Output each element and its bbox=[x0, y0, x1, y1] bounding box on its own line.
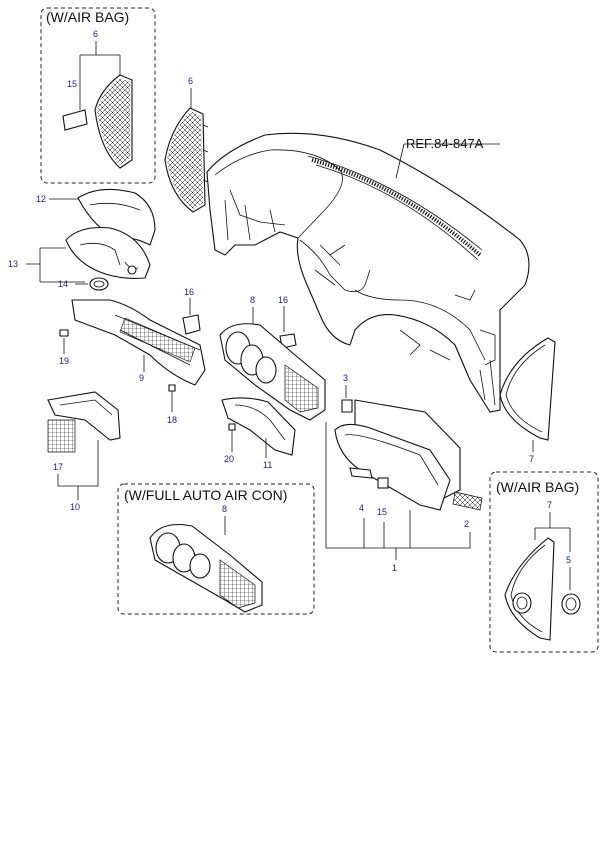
callout-13: 13 bbox=[8, 259, 18, 269]
callout-17: 17 bbox=[53, 462, 63, 472]
callout-7-inset: 7 bbox=[547, 500, 552, 510]
airbag-right-inset-title: (W/AIR BAG) bbox=[496, 479, 579, 495]
airbag-label-sticker bbox=[62, 109, 88, 131]
callout-15-main: 15 bbox=[377, 507, 387, 517]
callout-3: 3 bbox=[343, 373, 348, 383]
airbag-badge-5 bbox=[561, 593, 581, 615]
airbag-top-inset-title: (W/AIR BAG) bbox=[46, 9, 129, 25]
callout-18: 18 bbox=[167, 415, 177, 425]
callout-12: 12 bbox=[36, 194, 46, 204]
callout-8-main: 8 bbox=[250, 295, 255, 305]
reference-leader bbox=[395, 143, 500, 179]
callout-10: 10 bbox=[70, 502, 80, 512]
screw-20 bbox=[228, 423, 236, 431]
lower-panel-9 bbox=[71, 299, 206, 386]
glove-box-door bbox=[334, 423, 451, 511]
callout-16b: 16 bbox=[278, 295, 288, 305]
callout-14: 14 bbox=[58, 279, 68, 289]
callout-20: 20 bbox=[224, 454, 234, 464]
sticker-15 bbox=[377, 477, 389, 489]
crash-pad-main-panel bbox=[206, 132, 530, 413]
defroster-vent-strip bbox=[311, 158, 482, 257]
callout-8-inset: 8 bbox=[222, 504, 227, 514]
clip-16a bbox=[182, 314, 201, 335]
label-17 bbox=[47, 419, 76, 453]
leader-6-inset bbox=[79, 41, 121, 98]
callout-7-main: 7 bbox=[529, 454, 534, 464]
callout-1: 1 bbox=[392, 563, 397, 573]
reference-label: REF.84-847A bbox=[406, 136, 484, 151]
glove-box-handle-4 bbox=[349, 467, 373, 479]
screw-18 bbox=[168, 384, 176, 392]
airbag-right-inset-frame bbox=[489, 471, 599, 653]
callout-5: 5 bbox=[566, 555, 571, 565]
callout-19: 19 bbox=[59, 356, 69, 366]
callout-6-main: 6 bbox=[188, 76, 193, 86]
callout-6-inset: 6 bbox=[93, 29, 98, 39]
side-trim-7-inset bbox=[504, 537, 555, 641]
full-auto-inset-frame bbox=[117, 483, 315, 615]
airbag-top-inset-frame bbox=[40, 7, 156, 184]
screw-19 bbox=[59, 329, 69, 337]
bumper-3 bbox=[341, 399, 353, 413]
side-trim-7 bbox=[499, 337, 556, 441]
callout-15-inset: 15 bbox=[67, 79, 77, 89]
column-shroud-lower bbox=[65, 226, 151, 279]
full-auto-inset-title: (W/FULL AUTO AIR CON) bbox=[124, 487, 287, 503]
callout-9: 9 bbox=[139, 373, 144, 383]
callout-11: 11 bbox=[263, 460, 272, 470]
callout-4: 4 bbox=[359, 503, 364, 513]
lower-cover-11 bbox=[221, 397, 296, 456]
callout-16a: 16 bbox=[184, 287, 194, 297]
label-2 bbox=[452, 491, 483, 511]
ring-part-14 bbox=[89, 277, 109, 291]
callout-2: 2 bbox=[464, 519, 469, 529]
